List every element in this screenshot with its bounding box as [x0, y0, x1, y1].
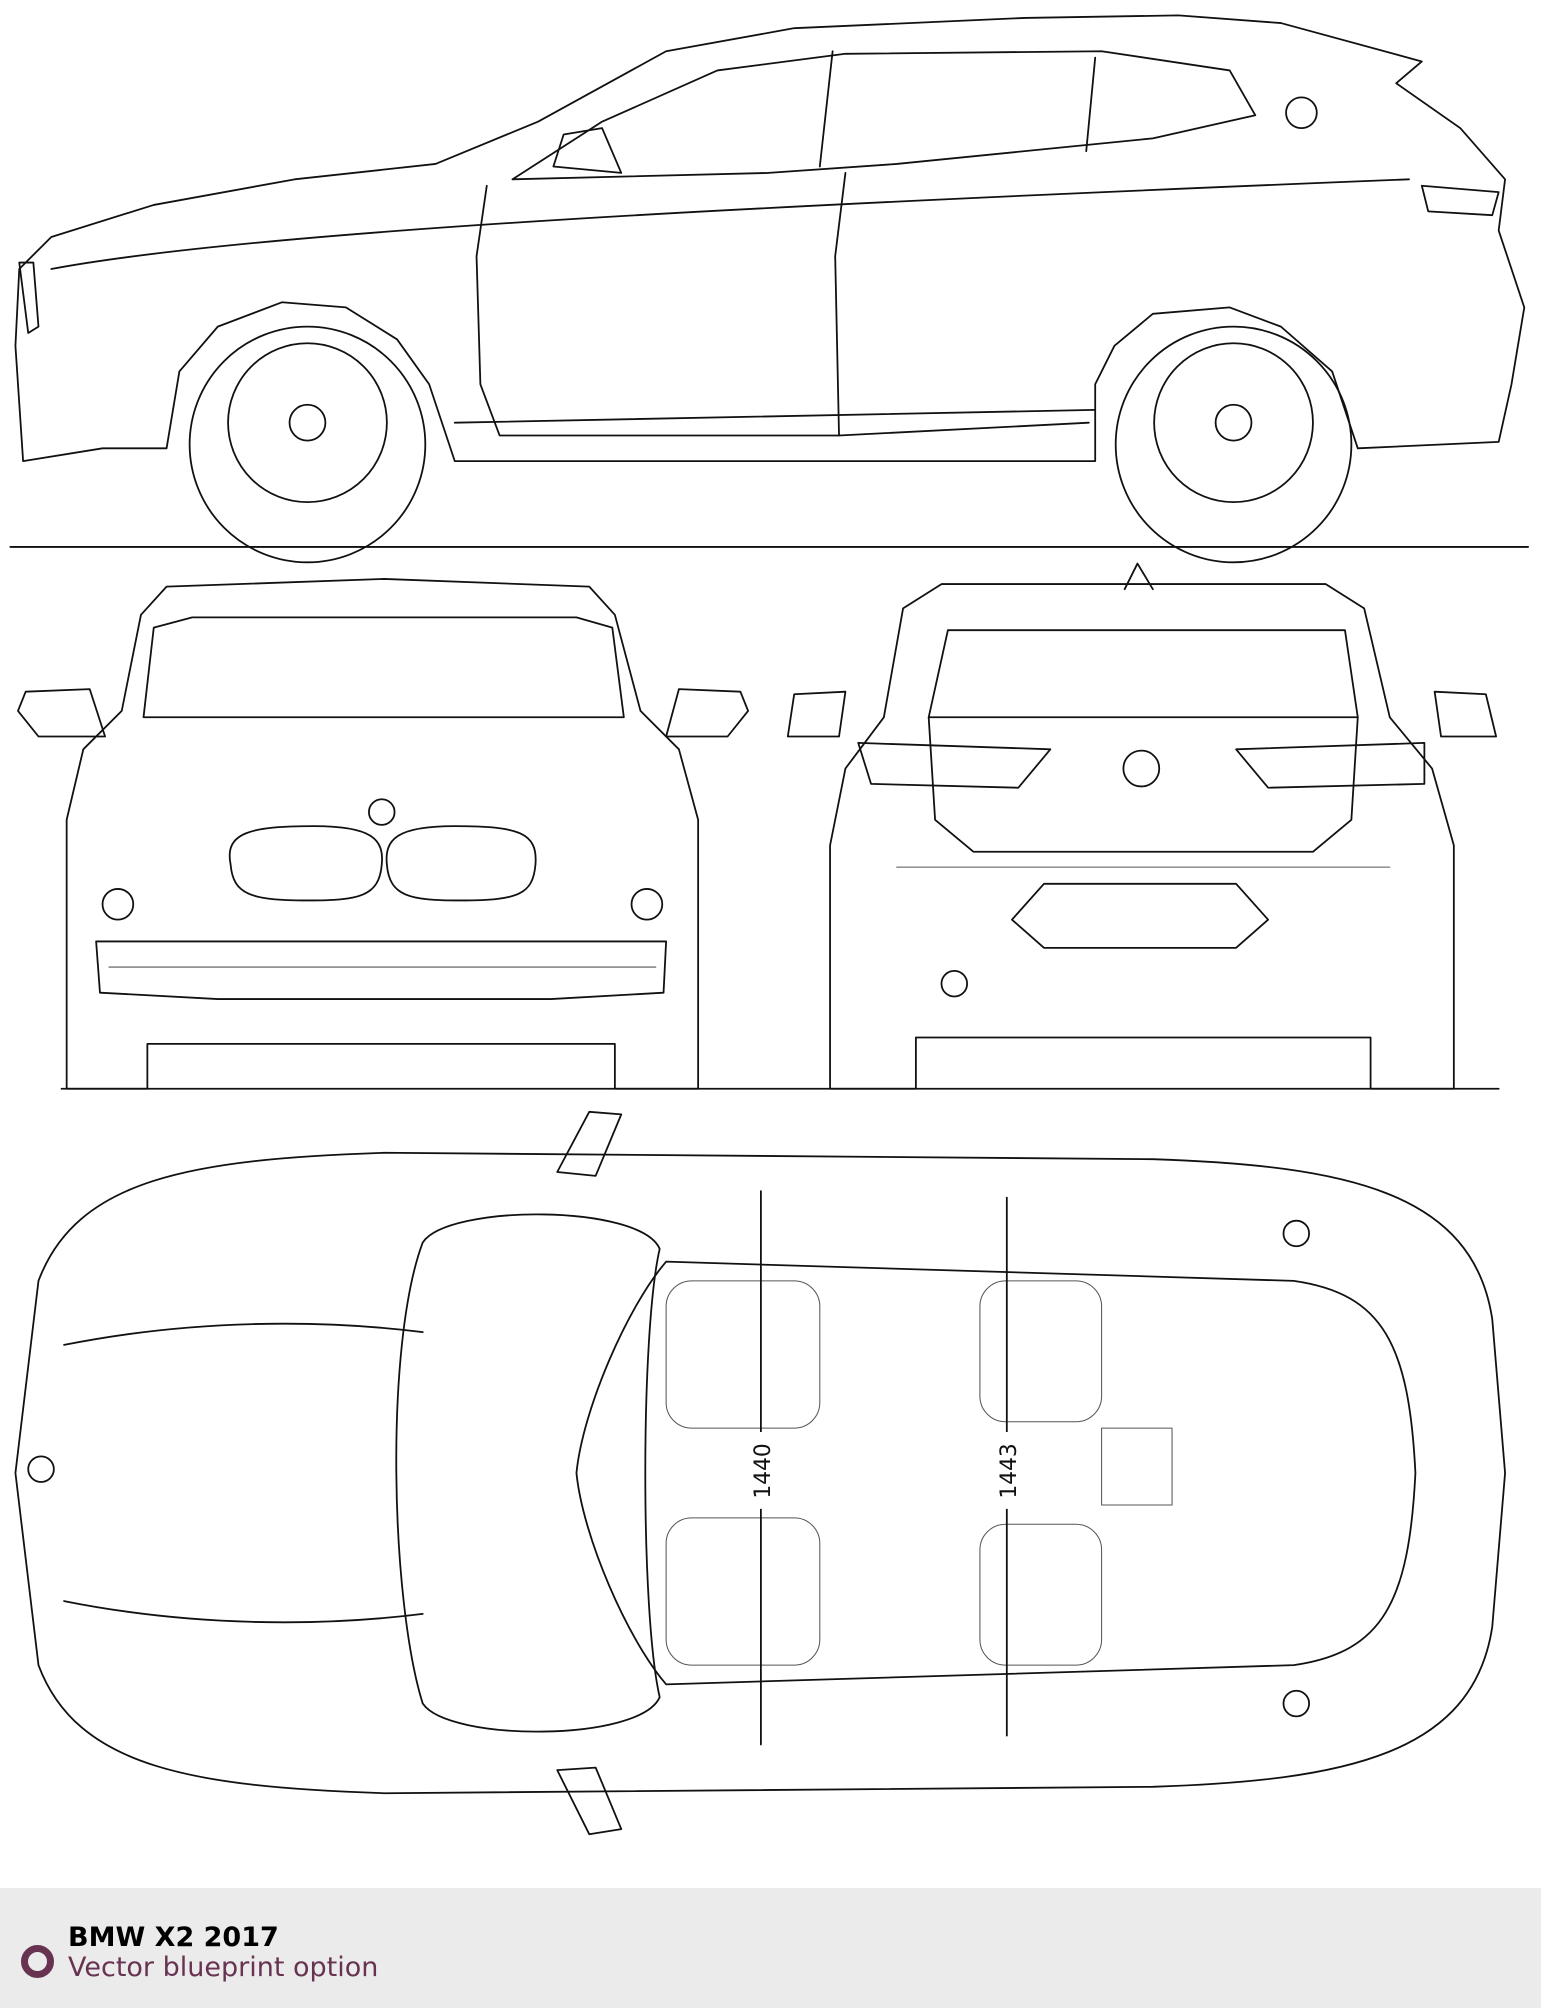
top-bmw-logo-front-icon — [27, 1455, 55, 1483]
dim-bg-rear — [994, 1432, 1020, 1509]
side-sill — [453, 408, 1097, 424]
top-roof — [575, 1260, 1417, 1686]
rear-plate-recess — [1011, 882, 1270, 949]
top-body-outline — [14, 1151, 1506, 1795]
rear-tailgate — [927, 716, 1359, 853]
rear-track-label: 1443 — [997, 1443, 1022, 1498]
footer-caption: BMW X2 2017 Vector blueprint option — [0, 1888, 1541, 2008]
front-fog-light-right — [630, 888, 664, 921]
side-rear-light — [1420, 184, 1500, 217]
rear-view — [786, 562, 1498, 1090]
side-bmw-logo-icon — [1285, 96, 1318, 129]
side-view — [9, 14, 1530, 564]
top-bmw-logo-left-icon — [1282, 1219, 1311, 1248]
dim-bg-front — [748, 1432, 774, 1509]
circle-bullet-icon — [21, 1945, 54, 1978]
top-seat-front-left — [665, 1280, 821, 1429]
front-view — [17, 578, 1500, 1090]
front-mirror-left — [17, 688, 106, 738]
side-door-line-front — [475, 184, 840, 437]
model-title: BMW X2 2017 — [68, 1922, 279, 1953]
side-front-light — [18, 261, 40, 334]
side-c-pillar — [1085, 56, 1097, 153]
side-rear-rim — [1153, 342, 1314, 503]
rear-antenna — [1123, 562, 1154, 591]
car-blueprint-drawing: 1440 1443 — [9, 14, 1530, 1836]
side-rear-wheel — [1114, 325, 1353, 564]
rear-mirror-left — [786, 690, 847, 738]
side-window-outline — [511, 50, 1257, 181]
front-body-outline — [65, 578, 700, 1090]
top-hood-crease — [63, 1322, 424, 1624]
front-mirror-right — [665, 688, 749, 738]
side-door-line-rear — [834, 172, 1090, 437]
rear-window — [927, 629, 1359, 719]
rear-exhaust — [940, 970, 969, 998]
top-seat-front-right — [665, 1517, 821, 1666]
rear-bmw-logo-icon — [1122, 749, 1161, 788]
side-body-outline — [14, 14, 1526, 463]
top-seat-rear-left — [979, 1280, 1103, 1423]
rear-mirror-right — [1433, 690, 1498, 738]
top-windshield — [395, 1213, 661, 1733]
rear-body-outline — [829, 583, 1455, 1090]
front-bmw-logo-icon — [368, 798, 396, 826]
front-fog-light-left — [101, 888, 135, 921]
side-front-rim — [227, 342, 388, 503]
top-mirror-right — [556, 1766, 623, 1836]
side-front-hub — [288, 403, 327, 442]
front-track-label: 1440 — [751, 1443, 776, 1498]
rear-light-left — [857, 742, 1052, 789]
front-windshield — [142, 616, 625, 719]
top-seat-rear-right — [979, 1523, 1103, 1666]
model-subtitle: Vector blueprint option — [68, 1952, 379, 1983]
side-front-wheel — [188, 325, 427, 564]
front-grille-left — [228, 825, 383, 902]
rear-light-right — [1235, 742, 1426, 789]
side-rear-hub — [1214, 403, 1253, 442]
front-bumper-intake — [95, 940, 668, 1000]
top-mirror-left — [556, 1110, 623, 1177]
side-b-pillar — [818, 50, 834, 168]
top-view: 1440 1443 — [14, 1110, 1506, 1836]
front-grille-right — [385, 825, 537, 902]
top-seat-rear-center — [1101, 1427, 1173, 1506]
side-mirror — [552, 127, 623, 174]
top-bmw-logo-right-icon — [1282, 1689, 1311, 1718]
side-shoulder-line — [50, 178, 1410, 270]
